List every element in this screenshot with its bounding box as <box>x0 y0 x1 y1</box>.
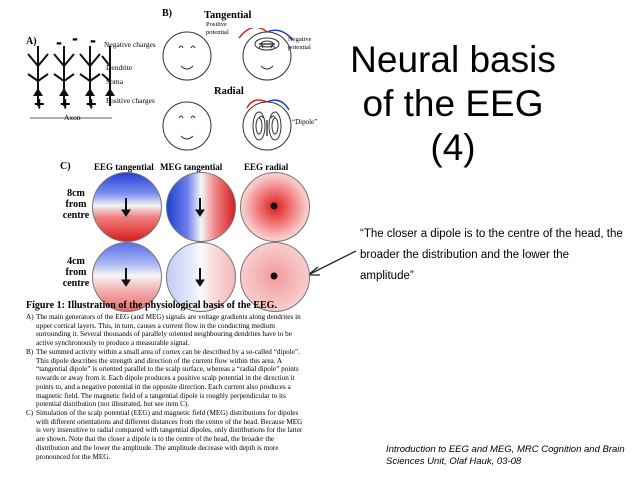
col-meg-tangential: MEG tangential <box>160 162 223 172</box>
quote-text: “The closer a dipole is to the centre of… <box>360 224 632 287</box>
label-positive-potential: Positive potential <box>206 21 229 36</box>
slide-title-line: Neural basis <box>350 39 556 80</box>
col-eeg-tangential: EEG tangential <box>94 162 154 172</box>
svg-text:-: - <box>90 36 96 50</box>
label-radial: Radial <box>214 86 244 97</box>
label-dipole: “Dipole” <box>292 118 318 126</box>
label-dendrite: Dendrite <box>106 63 133 72</box>
col-eeg-radial: EEG radial <box>244 162 289 172</box>
credit-text: Introduction to EEG and MEG, MRC Cogniti… <box>386 444 636 468</box>
panel-b-letter: B) <box>162 8 172 19</box>
figure-caption-title: Figure 1: Illustration of the physiologi… <box>26 300 277 311</box>
label-positive-charges: Positive charges <box>106 96 155 105</box>
slide-title-line: (4) <box>430 127 476 168</box>
svg-text:+: + <box>34 94 45 114</box>
panel-a-letter: A) <box>26 36 37 47</box>
svg-text:+: + <box>86 94 97 114</box>
credit-line: Introduction to EEG and MEG, MRC Cogniti… <box>386 444 625 455</box>
label-soma: Soma <box>106 77 124 86</box>
caption-item-b: B) The summed activity within a small ar… <box>26 348 300 409</box>
slide-title-line: of the EEG <box>362 83 544 124</box>
label-negative-potential: Negative potential <box>288 36 312 51</box>
svg-text:-: - <box>72 36 78 48</box>
svg-text:+: + <box>60 94 71 114</box>
quote-line: broader the distribution and the lower t… <box>360 249 570 261</box>
label-negative-charges: Negative charges <box>104 40 156 49</box>
row-8cm-label: 8cm from centre <box>62 188 90 221</box>
heads-illustration <box>162 28 294 151</box>
label-tangential: Tangential <box>204 10 252 21</box>
slide-title: Neural basis of the EEG (4) <box>338 38 568 170</box>
neurons-illustration: --- +++ <box>27 36 115 119</box>
svg-text:-: - <box>56 36 62 52</box>
credit-line: Sciences Unit, Olaf Hauk, 03-08 <box>386 456 522 467</box>
quote-line: amplitude” <box>360 270 414 282</box>
label-axon: Axon <box>64 113 81 122</box>
caption-item-a: A) The main generators of the EEG (and M… <box>26 313 301 348</box>
caption-item-c: C) Simulation of the scalp potential (EE… <box>26 409 303 461</box>
quote-line: “The closer a dipole is to the centre of… <box>360 228 623 240</box>
dipole-markers <box>121 198 278 287</box>
row-4cm-label: 4cm from centre <box>62 256 90 289</box>
panel-c-letter: C) <box>60 161 71 172</box>
